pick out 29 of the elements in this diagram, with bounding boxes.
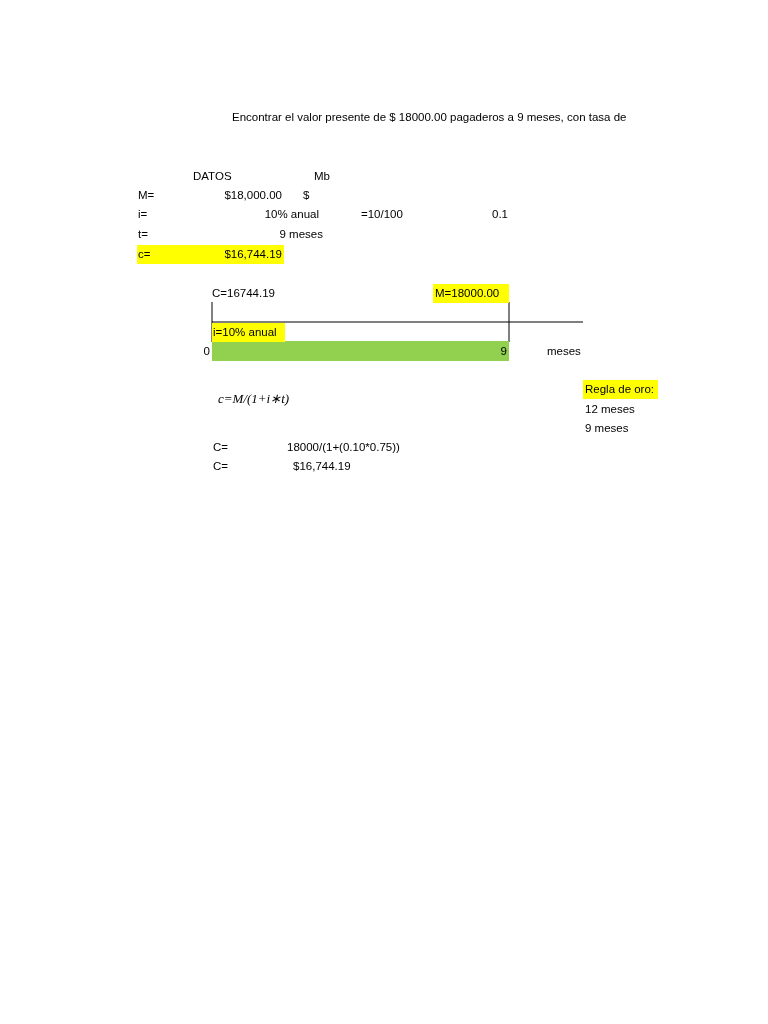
cell-value: 0.1 [492, 207, 508, 222]
variable-label: M= [138, 188, 155, 203]
column-header: DATOS [193, 169, 232, 184]
formula: c=M/(1+i∗t) [218, 390, 290, 408]
note-heading: Regla de oro: [583, 380, 658, 399]
cell-value: 10% anual [264, 207, 319, 222]
variable-label: C= [213, 459, 229, 474]
variable-label: i= [138, 207, 148, 222]
timeline-label: i=10% anual [212, 323, 285, 342]
variable-label: c= [137, 245, 218, 264]
title-text: Encontrar el valor presente de $ 18000.00 pagaderos a 9 meses, con tasa de [232, 110, 627, 125]
column-header: Mb [314, 169, 330, 184]
axis-unit-label: meses [547, 344, 581, 359]
variable-label: C= [213, 440, 229, 455]
calculation-text: 18000/(1+(0.10*0.75)) [287, 440, 400, 455]
axis-tick-label: 0 [203, 344, 210, 359]
cell-value: $16,744.19 [218, 245, 284, 264]
timeline-label: M=18000.00 [433, 284, 509, 303]
currency-symbol: $ [303, 188, 310, 203]
note-text: 12 meses [585, 402, 635, 417]
cell-value: 9 meses [279, 227, 323, 242]
axis-tick-label: 9 [500, 344, 507, 359]
cell-value: $16,744.19 [293, 459, 351, 474]
formula-text: =10/100 [361, 207, 403, 222]
note-text: 9 meses [585, 421, 629, 436]
timeline-label: C=16744.19 [212, 286, 275, 301]
cell-value: $18,000.00 [224, 188, 282, 203]
time-bar [212, 341, 509, 361]
variable-label: t= [138, 227, 148, 242]
